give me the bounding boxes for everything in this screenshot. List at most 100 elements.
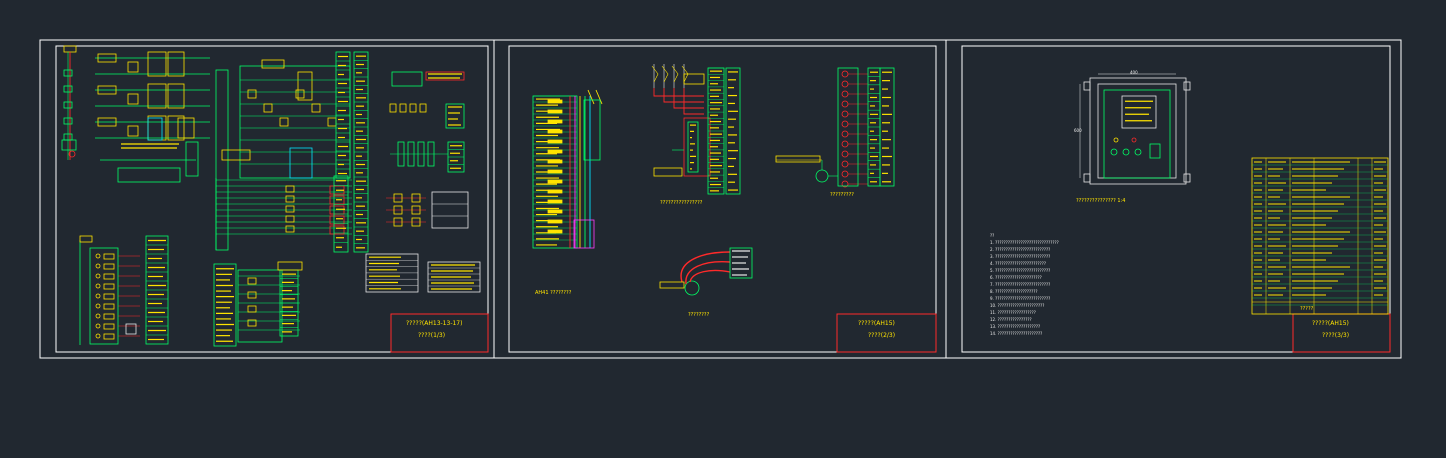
sheet3-notes-title: ??: [990, 233, 995, 238]
relay: [311, 103, 321, 113]
label-box: [97, 53, 117, 63]
switch-contact: [393, 217, 403, 227]
contact: [389, 103, 397, 113]
label-box: [103, 293, 115, 300]
label-box: [103, 283, 115, 290]
sheet3-note-line: 2. ??????????????????????????: [990, 247, 1051, 252]
sheet3-outer-frame: [945, 39, 1402, 359]
sheet-frames: [39, 39, 1402, 359]
indicator-lamp: [95, 333, 101, 339]
label-box: [103, 253, 115, 260]
contactor: [63, 101, 73, 109]
sheet1-title-line1: ?????(AH13-13-17): [406, 320, 463, 327]
sheet3-title-line2: ????(3/3): [1322, 332, 1350, 339]
sheet3-note-line: 8. ????????????????????: [990, 289, 1038, 294]
relay-group: [391, 71, 423, 87]
sheet3-note-line: 3. ??????????????????????????: [990, 254, 1051, 259]
wire: [587, 89, 595, 105]
sheet3-note-line: 12. ????????????????: [990, 317, 1032, 322]
panel-outline: [1089, 77, 1187, 185]
switch-contact: [671, 65, 679, 83]
label-box: [103, 263, 115, 270]
label-box: [97, 85, 117, 95]
indicator-lamp: [95, 253, 101, 259]
terminal-label: [547, 199, 563, 204]
sheet1-title-line2: ????(1/3): [418, 332, 446, 339]
sheet2-title-line2: ????(2/3): [868, 332, 896, 339]
sheet3-note-line: 10. ??????????????????????: [990, 303, 1045, 308]
relay-coil: [285, 205, 295, 213]
label-box: [79, 235, 93, 243]
circuit-linework: [61, 45, 1389, 347]
contact: [419, 103, 427, 113]
cable: [680, 251, 731, 283]
label-box: [683, 73, 705, 85]
sheet2-caption-motor-bottom: ????????: [688, 312, 710, 318]
relay: [247, 305, 257, 313]
indicator-lamp: [95, 313, 101, 319]
relay: [263, 103, 273, 113]
label-box: [261, 59, 285, 69]
sheet2-title-block: [836, 313, 937, 353]
terminal-label: [547, 169, 563, 174]
mounting-bracket: [1183, 173, 1191, 183]
contactor: [63, 117, 73, 125]
relay-coil: [285, 185, 295, 193]
relay-box: [177, 117, 195, 139]
title-blocks: [390, 313, 1391, 353]
terminal-block: [147, 51, 167, 77]
relay-box: [147, 117, 163, 141]
wire: [663, 88, 704, 103]
mounting-bracket: [1083, 81, 1091, 91]
label-box: [103, 333, 115, 340]
switch-contact: [393, 205, 403, 215]
label-box: [221, 149, 251, 161]
sheet3-note-line: 1. ??????????????????????????????: [990, 240, 1059, 245]
sheet2-caption-main: ????????????????: [660, 200, 703, 206]
component: [297, 71, 313, 101]
terminal-label: [547, 109, 563, 114]
switch-contact: [411, 193, 421, 203]
terminal-label: [547, 149, 563, 154]
terminal-label: [547, 99, 563, 104]
switch-contact: [661, 65, 669, 83]
indicator-lamp: [95, 303, 101, 309]
terminal-label: [547, 159, 563, 164]
terminal-label: [547, 129, 563, 134]
wire: [653, 88, 704, 97]
coil: [127, 125, 139, 137]
legend-table: [431, 191, 469, 229]
contact: [409, 103, 417, 113]
label-box: [103, 303, 115, 310]
coil: [127, 93, 139, 105]
relay-coil: [285, 195, 295, 203]
indicator-lamp: [95, 323, 101, 329]
contactor: [63, 69, 73, 77]
sheet2-caption-terminal: AH41 ????????: [535, 290, 572, 296]
contactor: [63, 85, 73, 93]
sheet3-dim-width: 400: [1130, 70, 1138, 75]
terminal-strip: [185, 141, 199, 177]
terminal-label: [547, 189, 563, 194]
label-bar: [425, 71, 465, 81]
terminal-label: [547, 209, 563, 214]
wire: [595, 89, 603, 105]
mounting-bracket: [1183, 81, 1191, 91]
contact: [329, 225, 345, 235]
sheet3-dim-height: 600: [1074, 128, 1082, 133]
switch-contact: [393, 193, 403, 203]
sheet2-title-line1: ?????(AH15): [858, 320, 895, 327]
contact: [399, 103, 407, 113]
display-window: [1121, 95, 1157, 129]
indicator-lamp: [1113, 137, 1119, 143]
sheet2-caption-motor-right: ?????????: [830, 192, 854, 198]
contact: [329, 195, 345, 205]
sheet3-note-line: 7. ??????????????????????????: [990, 282, 1051, 287]
plc-block: [289, 147, 313, 179]
relay: [61, 139, 77, 151]
sheet3-note-line: 9. ??????????????????????????: [990, 296, 1051, 301]
bom-table: [1251, 157, 1389, 315]
selector-switch: [1149, 143, 1161, 159]
switch-contact: [651, 65, 659, 83]
